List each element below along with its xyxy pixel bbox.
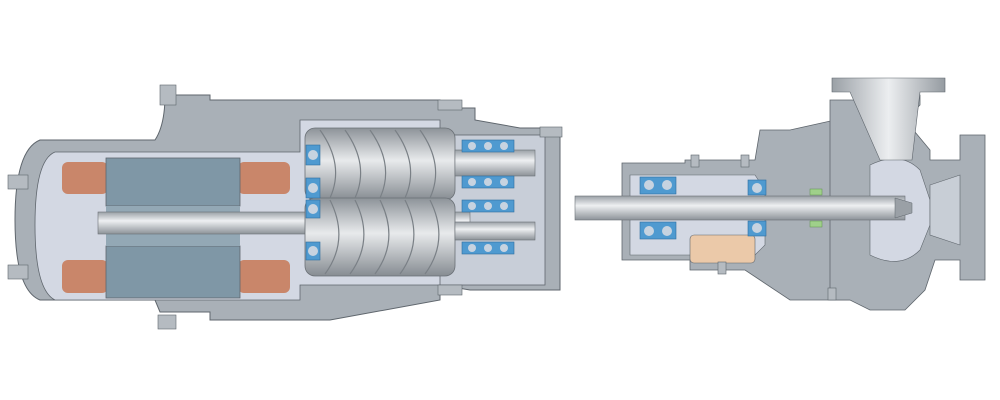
pump-shaft — [574, 195, 906, 221]
stator-top — [105, 157, 241, 207]
rotor-shaft-upper — [454, 149, 536, 177]
pump-bearing-balls — [644, 180, 762, 236]
winding-top-left — [62, 162, 108, 194]
centrifugal-pump — [574, 77, 986, 311]
bearing-balls — [308, 142, 508, 256]
discharge-flange — [831, 77, 946, 161]
housing-bolts — [7, 84, 563, 330]
winding-bottom-right — [238, 260, 290, 293]
screw-compressor — [7, 84, 563, 330]
impeller-nut — [894, 197, 913, 219]
winding-top-right — [238, 162, 290, 194]
screw-rotors — [304, 127, 536, 277]
winding-bottom-left — [62, 260, 108, 293]
pump-bolts — [690, 154, 837, 301]
male-rotor — [304, 127, 456, 201]
suction-nozzle — [929, 174, 961, 246]
rotor-helix-lines — [319, 129, 440, 275]
female-rotor — [304, 197, 456, 277]
oil-sump — [689, 234, 756, 264]
mechanical-seal — [809, 188, 823, 228]
stator-bottom — [105, 245, 241, 299]
rotor-shaft-lower — [454, 221, 536, 241]
